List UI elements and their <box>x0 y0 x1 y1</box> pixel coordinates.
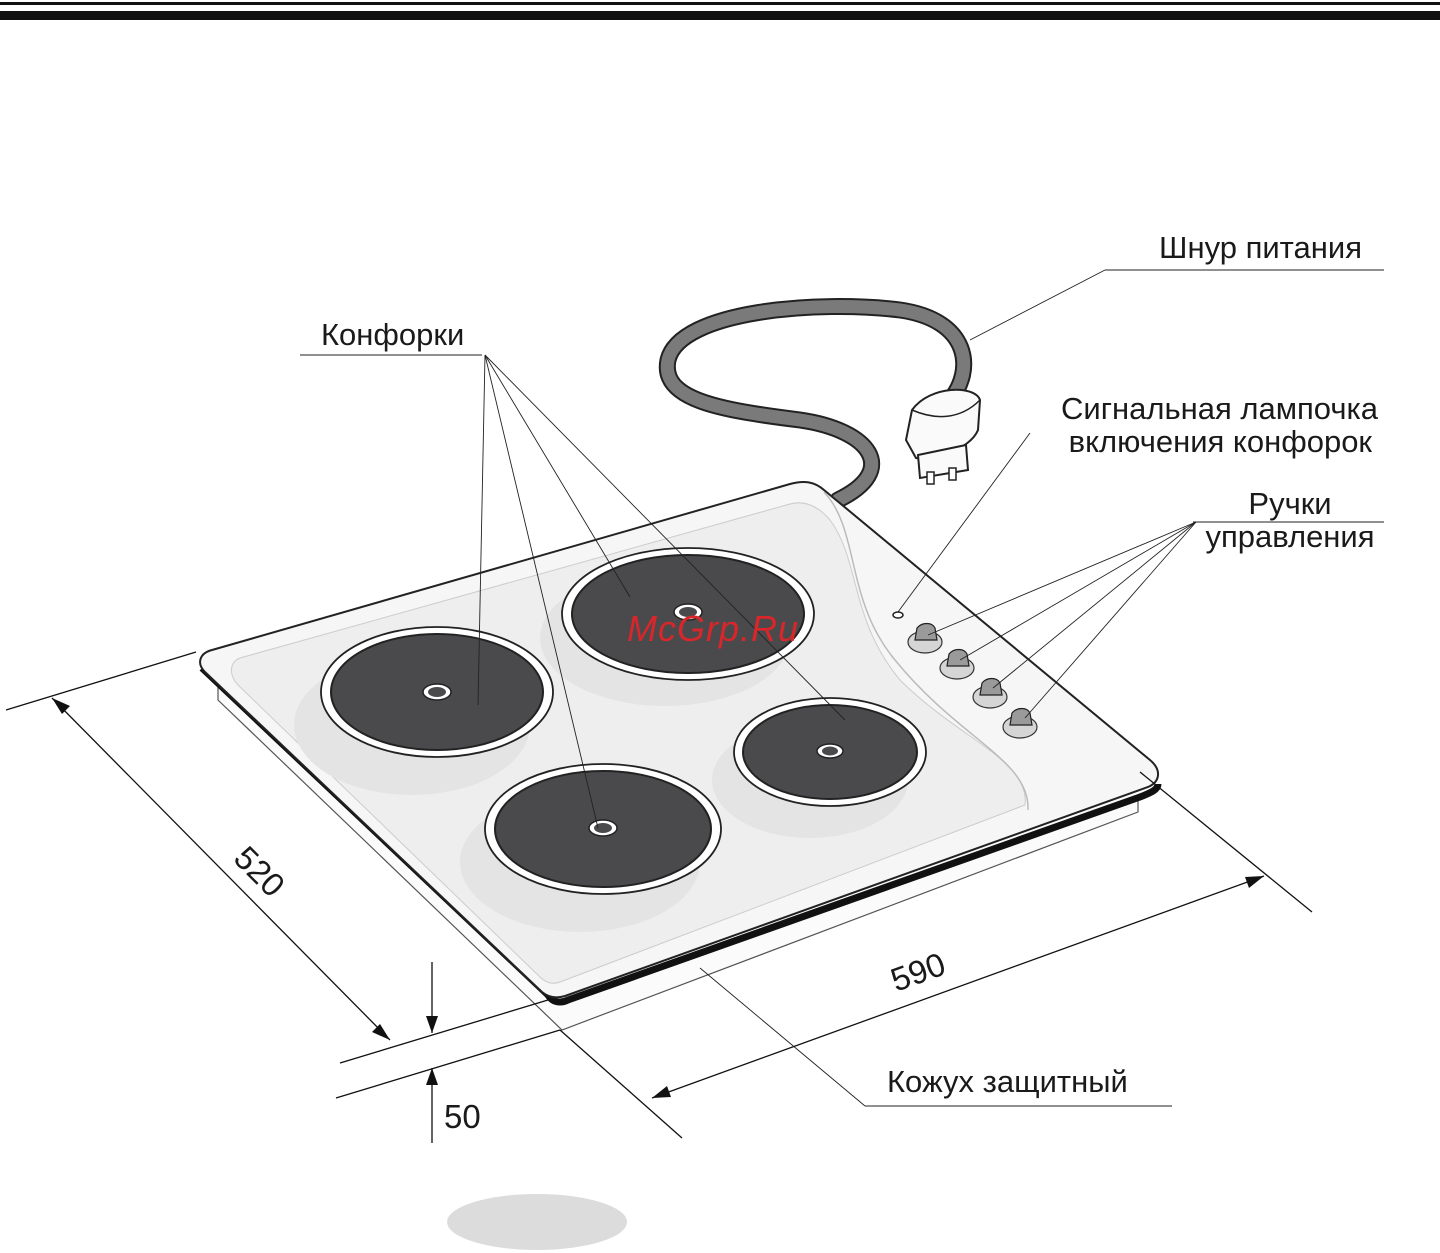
label-indicator-line2: включения конфорок <box>1069 424 1373 459</box>
label-knobs-line2: управления <box>1205 519 1374 554</box>
power-plug <box>906 390 980 484</box>
dimension-height: 50 <box>444 1098 481 1135</box>
label-indicator-line1: Сигнальная лампочка <box>1061 391 1379 426</box>
label-shield: Кожух защитный <box>887 1064 1128 1099</box>
label-burners: Конфорки <box>321 317 464 352</box>
dimension-width: 590 <box>886 945 950 999</box>
indicator-lamp <box>893 612 903 618</box>
label-power-cord: Шнур питания <box>1159 230 1362 265</box>
watermark: McGrp.Ru <box>627 608 799 649</box>
header-rules <box>0 2 1440 20</box>
dimension-depth: 520 <box>227 839 292 904</box>
label-knobs-line1: Ручки <box>1248 486 1331 521</box>
page-marker <box>447 1194 627 1250</box>
